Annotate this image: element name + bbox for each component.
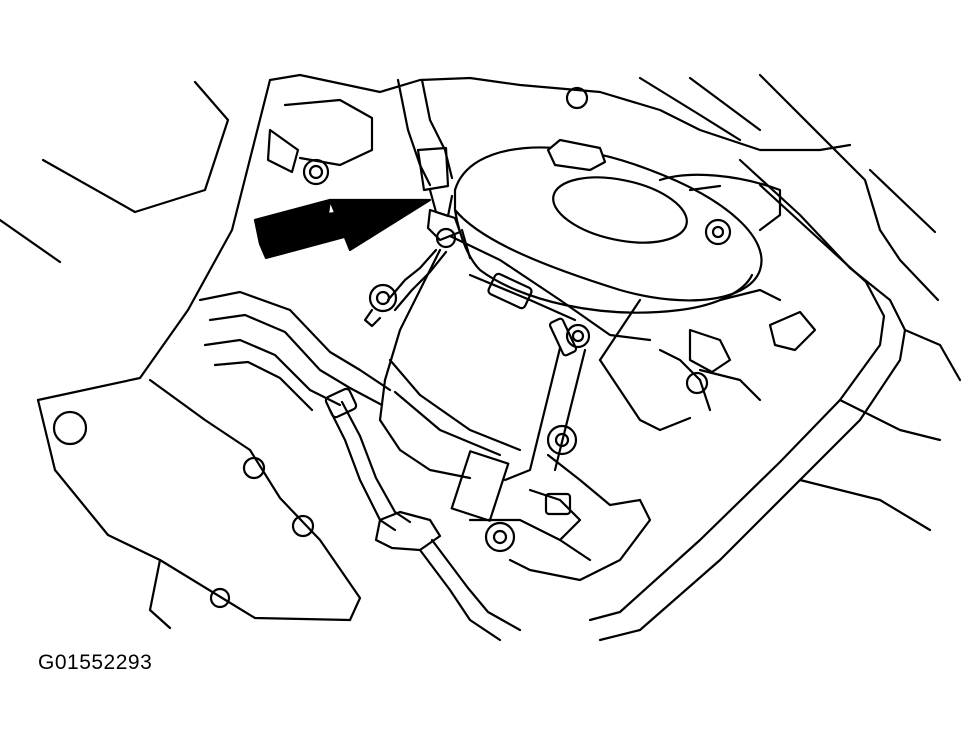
clutch-pulley	[453, 138, 782, 314]
arrow-icon	[253, 198, 432, 260]
figure-reference-code: G01552293	[38, 651, 153, 674]
pressure-switch-connector	[386, 208, 462, 312]
mounting-bolt-upper	[363, 283, 398, 328]
refrigerant-lines	[198, 290, 522, 642]
suction-hose	[396, 78, 454, 218]
engine-block-upper	[266, 73, 940, 302]
compressor-body	[378, 234, 817, 582]
chassis-frame-left	[0, 78, 362, 630]
chassis-frame-right	[588, 158, 962, 642]
